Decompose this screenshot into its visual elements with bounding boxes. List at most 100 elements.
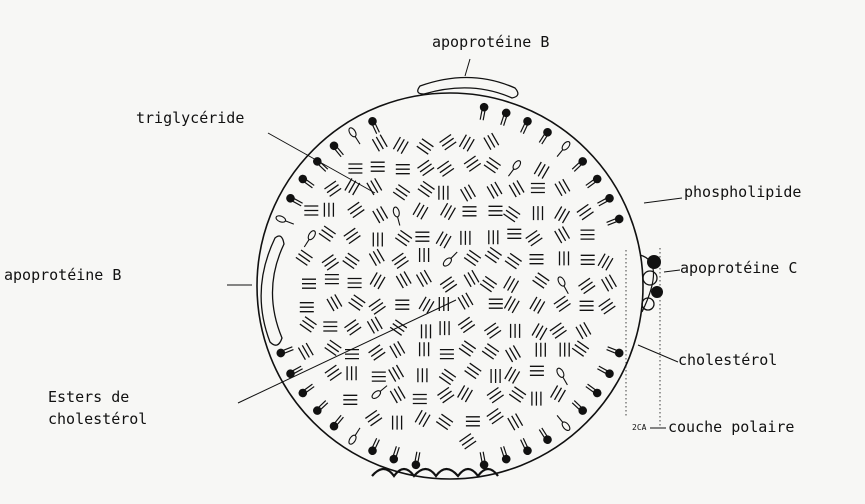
triglyceride-icon <box>555 206 570 223</box>
triglyceride-icon <box>464 250 481 265</box>
triglyceride-icon <box>560 343 569 357</box>
phospholipid-icon <box>606 213 625 227</box>
triglyceride-icon <box>390 341 405 358</box>
phospholipid-icon <box>297 382 316 399</box>
triglyceride-icon <box>418 181 435 196</box>
cholesterol-icon <box>555 140 571 158</box>
triglyceride-icon <box>395 230 412 245</box>
triglyceride-icon <box>503 206 520 221</box>
phospholipid-icon <box>498 107 512 126</box>
triglyceride-icon <box>300 303 314 312</box>
triglyceride-icon <box>534 162 549 179</box>
triglyceride-icon <box>555 226 570 243</box>
triglyceride-icon <box>415 232 429 241</box>
triglyceride-icon <box>461 185 476 202</box>
triglyceride-icon <box>466 417 480 426</box>
triglyceride-icon <box>459 341 476 356</box>
triglyceride-icon <box>373 233 382 247</box>
cholesterol-icon <box>557 276 571 295</box>
triglyceride-icon <box>372 372 386 381</box>
triglyceride-icon <box>531 184 545 193</box>
triglyceride-icon <box>484 323 501 338</box>
triglyceride-icon <box>344 320 361 335</box>
cholesterol-icon <box>442 250 459 267</box>
triglyceride-icon <box>560 251 569 265</box>
triglyceride-icon <box>390 386 405 403</box>
triglyceride-icon <box>325 275 339 284</box>
label-couche-polaire: couche polaire <box>668 418 794 437</box>
triglyceride-icon <box>464 156 481 171</box>
label-esters-line1: Esters de <box>48 388 129 407</box>
phospholipid-icon <box>518 437 533 456</box>
triglyceride-icon <box>347 366 356 380</box>
triglyceride-icon <box>530 255 544 264</box>
triglyceride-icon <box>489 206 503 215</box>
triglyceride-icon <box>465 363 482 378</box>
triglyceride-icon <box>484 157 501 172</box>
triglyceride-icon <box>420 248 429 262</box>
triglyceride-icon <box>526 230 543 245</box>
cholesterol-icon <box>506 159 522 178</box>
triglyceride-icon <box>325 365 342 380</box>
apoprotein-b-left-shape <box>261 236 284 345</box>
triglyceride-icon <box>395 300 409 309</box>
triglyceride-icon <box>437 387 454 402</box>
phospholipid-icon <box>537 126 554 145</box>
triglyceride-icon <box>484 133 499 150</box>
triglyceride-icon <box>551 385 566 402</box>
triglyceride-icon <box>417 160 434 175</box>
triglyceride-icon <box>532 392 541 406</box>
triglyceride-icon <box>418 368 427 382</box>
phospholipid-icon <box>596 364 615 380</box>
phospholipid-icon <box>285 192 304 208</box>
triglyceride-icon <box>509 387 526 402</box>
triglyceride-icon <box>459 434 476 449</box>
label-apoprotein-b-left: apoprotéine B <box>4 266 121 285</box>
triglyceride-icon <box>440 134 457 149</box>
triglyceride-icon <box>458 317 475 332</box>
triglyceride-icon <box>440 321 449 335</box>
triglyceride-icon <box>507 229 521 238</box>
phospholipid-icon <box>537 426 554 445</box>
triglyceride-icon <box>393 185 410 200</box>
triglyceride-icon <box>319 226 336 241</box>
triglyceride-icon <box>482 344 499 359</box>
triglyceride-icon <box>461 231 470 245</box>
triglyceride-icon <box>504 296 519 313</box>
phospholipid-icon <box>328 413 346 432</box>
core-lipids <box>296 133 617 449</box>
phospholipid-icon <box>411 451 423 470</box>
triglyceride-icon <box>367 317 382 334</box>
triglyceride-icon <box>422 324 431 338</box>
triglyceride-icon <box>296 250 313 265</box>
phospholipid-icon <box>477 451 489 470</box>
triglyceride-icon <box>459 135 474 152</box>
label-triglyceride: triglycéride <box>136 109 244 128</box>
triglyceride-icon <box>505 253 522 268</box>
triglyceride-icon <box>349 295 366 310</box>
triglyceride-icon <box>343 395 357 404</box>
triglyceride-icon <box>436 232 451 249</box>
cholesterol-icon <box>555 414 571 432</box>
triglyceride-icon <box>396 271 411 288</box>
triglyceride-icon <box>506 345 521 362</box>
label-apoprotein-c: apoprotéine C <box>680 259 797 278</box>
triglyceride-icon <box>534 206 543 220</box>
triglyceride-icon <box>580 301 594 310</box>
phospholipid-icon <box>367 437 382 456</box>
triglyceride-icon <box>322 255 339 270</box>
triglyceride-icon <box>417 139 434 154</box>
triglyceride-icon <box>365 410 382 425</box>
label-apoprotein-b-top: apoprotéine B <box>432 33 549 52</box>
phospholipid-icon <box>606 344 625 358</box>
cholesterol-icon <box>347 426 362 445</box>
surface-layer <box>275 102 625 470</box>
triglyceride-icon <box>532 323 547 340</box>
triglyceride-icon <box>491 369 500 383</box>
triglyceride-icon <box>300 317 317 332</box>
label-cholesterol: cholestérol <box>678 351 777 370</box>
triglyceride-icon <box>505 367 520 384</box>
cholesterol-icon <box>392 206 402 226</box>
triglyceride-icon <box>572 341 589 356</box>
triglyceride-icon <box>530 366 544 375</box>
